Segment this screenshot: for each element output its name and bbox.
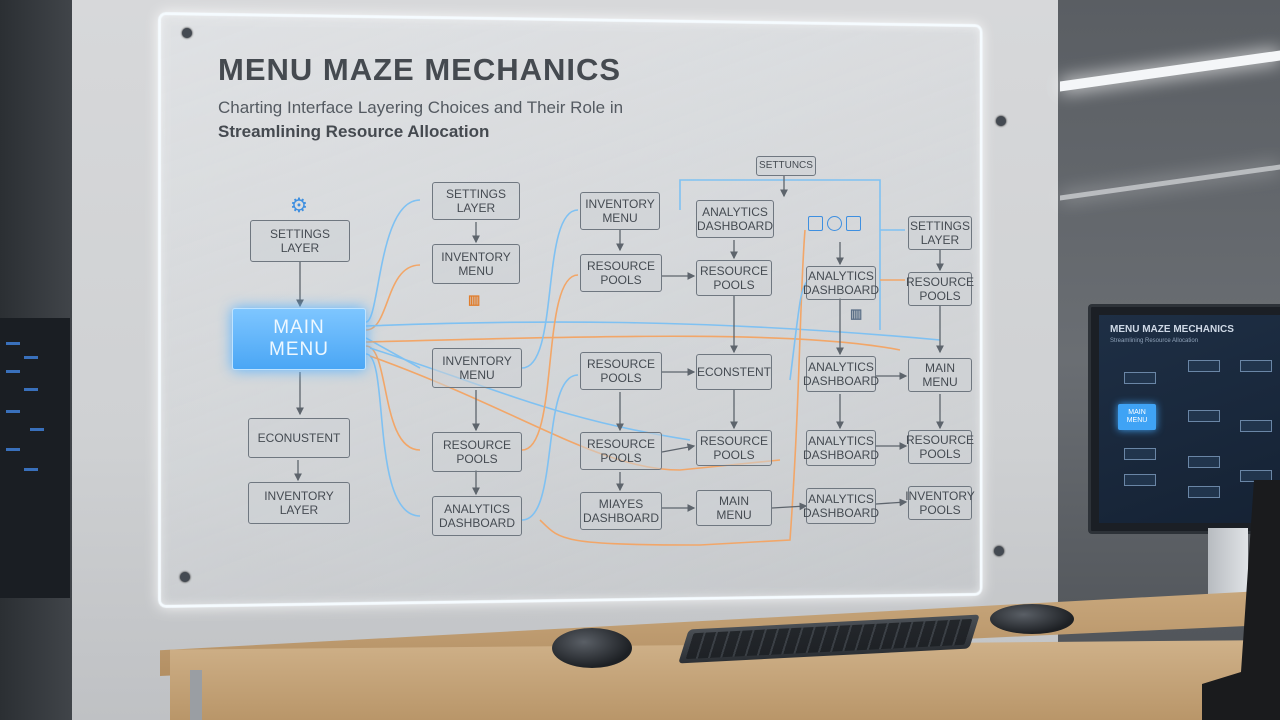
node-main-menu-small[interactable]: MAIN MENU (696, 490, 772, 526)
node-econ[interactable]: ECONSTENT (696, 354, 772, 390)
gear-icon: ⚙ (290, 193, 308, 218)
desk-leg (190, 670, 202, 720)
node-analytics-dashboard[interactable]: ANALYTICS DASHBOARD (696, 200, 774, 238)
node-inventory-menu[interactable]: INVENTORY MENU (580, 192, 660, 230)
node-inventory-menu[interactable]: INVENTORY MENU (432, 348, 522, 388)
monitor-node (1188, 410, 1220, 422)
node-resource-pools[interactable]: RESOURCE POOLS (908, 430, 972, 464)
monitor-node (1240, 420, 1272, 432)
node-resource-pools[interactable]: RESOURCE POOLS (696, 260, 772, 296)
node-main-menu-right[interactable]: MAIN MENU (908, 358, 972, 392)
monitor-node (1124, 474, 1156, 486)
node-resource-pools[interactable]: RESOURCE POOLS (908, 272, 972, 306)
node-inventory-menu[interactable]: INVENTORY MENU (432, 244, 520, 284)
monitor-node (1188, 456, 1220, 468)
monitor-node (1188, 486, 1220, 498)
node-resource-pools[interactable]: RESOURCE POOLS (696, 430, 772, 466)
node-analytics-dashboard[interactable]: ANALYTICS DASHBOARD (806, 356, 876, 392)
node-analytics-dashboard[interactable]: ANALYTICS DASHBOARD (432, 496, 522, 536)
node-settings-tag[interactable]: SETTUNCS (756, 156, 816, 176)
node-inventory-layer[interactable]: INVENTORY LAYER (248, 482, 350, 524)
node-inventory-pools[interactable]: INVENTORY POOLS (908, 486, 972, 520)
bar-chart-icon: ▥ (468, 292, 480, 308)
node-resource-pools[interactable]: RESOURCE POOLS (580, 432, 662, 470)
monitor-node (1188, 360, 1220, 372)
monitor-node (1124, 448, 1156, 460)
mouse (552, 628, 632, 668)
node-settings-layer-right[interactable]: SETTINGS LAYER (908, 216, 972, 250)
bar-chart-icon (846, 216, 861, 231)
node-settings-layer[interactable]: SETTINGS LAYER (250, 220, 350, 262)
monitor-title: MENU MAZE MECHANICS (1110, 324, 1234, 335)
monitor-main-menu: MAIN MENU (1118, 404, 1156, 430)
node-resource-pools[interactable]: RESOURCE POOLS (580, 254, 662, 292)
node-resource-pools[interactable]: RESOURCE POOLS (432, 432, 522, 472)
monitor-node (1124, 372, 1156, 384)
node-analytics-dashboard[interactable]: ANALYTICS DASHBOARD (806, 266, 876, 300)
node-analytics-dashboard[interactable]: ANALYTICS DASHBOARD (806, 488, 876, 524)
node-main-menu[interactable]: MAIN MENU (232, 308, 366, 370)
node-miayes-dashboard[interactable]: MIAYES DASHBOARD (580, 492, 662, 530)
node-settings-layer-top[interactable]: SETTINGS LAYER (432, 182, 520, 220)
toolbar-icons (808, 216, 861, 231)
window-icon (808, 216, 823, 231)
mouse (990, 604, 1074, 634)
bar-chart-icon: ▥ (850, 306, 862, 322)
monitor-subtitle: Streamlining Resource Allocation (1110, 338, 1198, 344)
node-econ[interactable]: ECONUSTENT (248, 418, 350, 458)
monitor-node (1240, 360, 1272, 372)
node-resource-pools[interactable]: RESOURCE POOLS (580, 352, 662, 390)
node-analytics-dashboard[interactable]: ANALYTICS DASHBOARD (806, 430, 876, 466)
gear-icon (827, 216, 842, 231)
